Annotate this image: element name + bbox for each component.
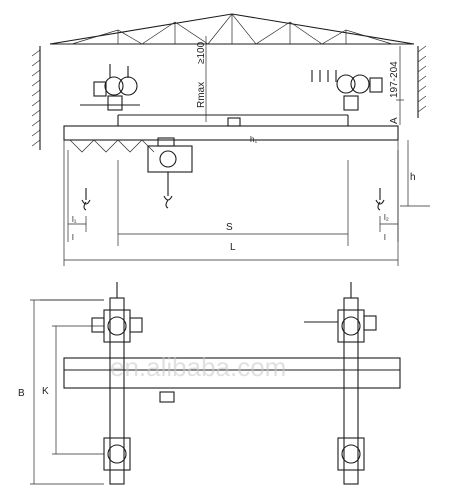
b-dimension: B (18, 299, 104, 485)
girder-plan (40, 299, 401, 403)
span-dimension: S (117, 160, 349, 246)
l2-label: l₂ (384, 213, 389, 222)
a-label: A (389, 117, 400, 124)
roof-truss (49, 13, 415, 45)
hook-right (375, 188, 385, 211)
h1-label: h₁ (250, 135, 257, 144)
span-label: S (226, 222, 233, 233)
l2-dimension: l₂ l (379, 150, 399, 242)
k-dimension: K (42, 325, 104, 455)
runway-rail-left (80, 64, 140, 111)
l-right-label: l (384, 233, 386, 242)
length-dimension: L (63, 140, 399, 266)
hook-left (81, 188, 91, 211)
b-label: B (18, 388, 25, 399)
rmax-label: Rmax (196, 82, 207, 108)
left-wall (31, 46, 41, 150)
plan-view: B K (18, 282, 401, 485)
length-label: L (230, 242, 236, 253)
right-wall (417, 45, 427, 118)
rail-height-label: 197-204 (389, 61, 400, 98)
k-label: K (42, 386, 49, 397)
end-carriage-right (304, 282, 377, 485)
rmax-value: ≥100 (196, 41, 207, 64)
h-label: h (410, 172, 416, 183)
runway-rail-right (311, 70, 383, 111)
main-girder (63, 114, 399, 153)
l1-label: l₁ (72, 215, 77, 224)
rmax-dimension: Rmax ≥100 (196, 36, 212, 122)
rail-height-dimension: 197-204 A (389, 46, 404, 125)
l1-dimension: l₁ l (67, 150, 87, 242)
watermark-text: en.alibaba.com (110, 352, 286, 382)
l-left-label: l (72, 233, 74, 242)
elevation-view: Rmax ≥100 197-204 A h₁ h l₁ l l₂ (31, 13, 430, 266)
hoist-trolley (147, 137, 193, 209)
h-dimension: h (400, 140, 430, 207)
